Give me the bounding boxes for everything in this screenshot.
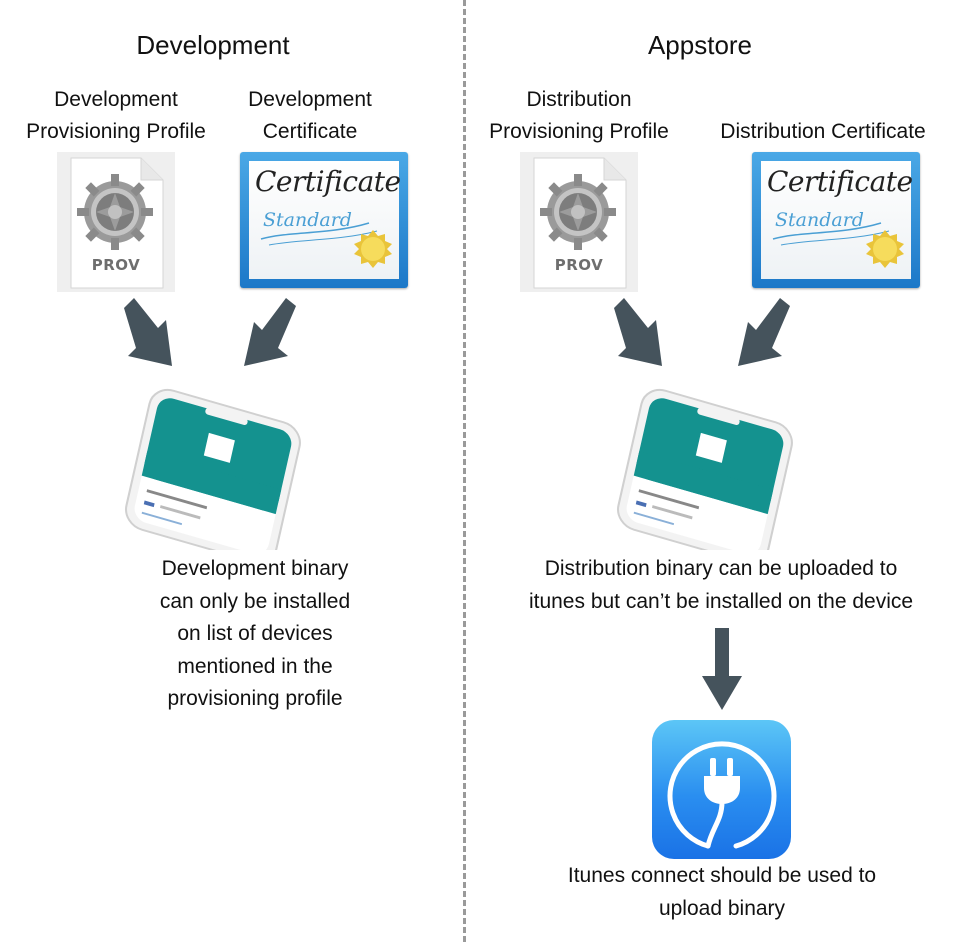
dev-desc-line: provisioning profile [167,687,343,710]
dev-provisioning-profile-icon: PROV [57,152,175,292]
dev-profile-label-line1: Development [54,88,178,111]
certificate-paper: Certificate Standard [249,161,401,279]
gear-file-icon [70,157,164,289]
dist-cert-label: Distribution Certificate [720,120,926,143]
dist-desc-line: itunes but can’t be installed on the dev… [528,589,914,613]
gear-file-icon [533,157,627,289]
certificate-decoration [772,222,904,268]
prov-file-label: PROV [554,256,604,274]
dev-desc-line: can only be installed [159,589,351,613]
prov-file-label: PROV [91,256,141,274]
dist-provisioning-profile-icon: PROV [520,152,638,292]
certificate-paper: Certificate Standard [761,161,913,279]
plug-icon [667,741,777,849]
column-divider [463,0,466,942]
dev-binary-description: Development binary can only be installed… [110,553,400,716]
dist-cert-arrow [732,296,796,370]
development-heading: Development [136,30,290,60]
dev-desc-line: Development binary [161,557,349,580]
certificate-title: Certificate [767,165,913,198]
dist-profile-label: Distribution Provisioning Profile [470,84,688,148]
dist-profile-label-line1: Distribution [526,88,632,111]
itunes-down-arrow [700,628,744,712]
dev-profile-arrow [120,296,180,370]
appstore-heading: Appstore [647,30,753,60]
dev-cert-arrow [238,296,302,370]
dev-profile-label-line2: Provisioning Profile [26,120,206,143]
dev-cert-label: Development Certificate [220,84,400,148]
certificate-decoration [260,222,392,268]
dev-certificate-icon: Certificate Standard [240,152,408,288]
dist-profile-arrow [610,296,670,370]
dev-cert-label-line1: Development [248,88,372,111]
itunes-caption-line: upload binary [658,896,786,920]
dev-profile-label: Development Provisioning Profile [6,84,226,148]
dev-desc-line: mentioned in the [177,654,333,678]
dist-certificate-icon: Certificate Standard [752,152,920,288]
itunes-caption: Itunes connect should be used to upload … [505,860,939,925]
certificate-title: Certificate [255,165,401,198]
dist-profile-label-line2: Provisioning Profile [489,120,669,143]
dev-phone-illustration [118,378,330,550]
dist-binary-description: Distribution binary can be uploaded to i… [480,553,962,618]
itunes-connect-icon [652,720,791,859]
dev-cert-label-line2: Certificate [262,120,358,143]
dist-phone-illustration [610,378,822,550]
dist-desc-line: Distribution binary can be uploaded to [544,557,898,580]
itunes-caption-line: Itunes connect should be used to [567,864,877,887]
certificate-subtitle: Standard [263,209,352,231]
certificate-subtitle: Standard [775,209,864,231]
dev-desc-line: on list of devices [177,622,333,645]
